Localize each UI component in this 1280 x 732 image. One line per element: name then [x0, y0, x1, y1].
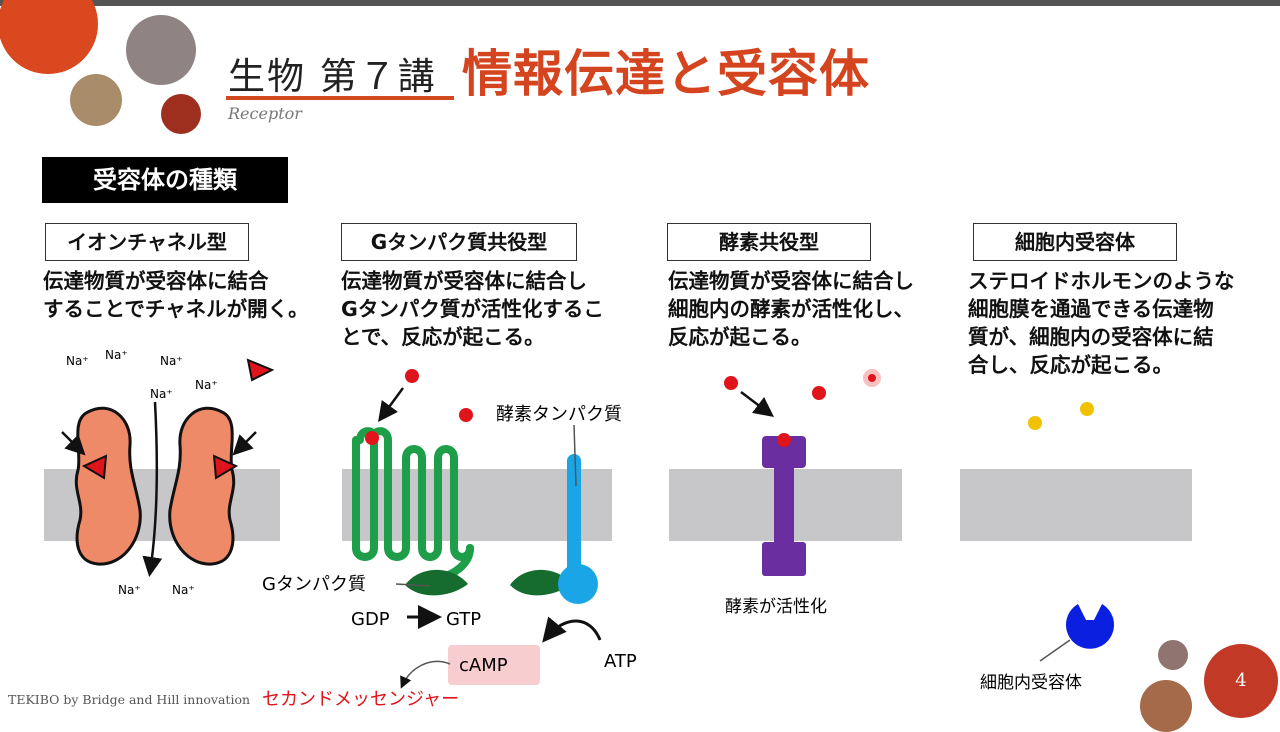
ligand-dot — [812, 386, 826, 400]
arrow-right-binding — [232, 431, 257, 456]
type-label-enzyme: 酵素共役型 — [667, 223, 871, 261]
page-number: 4 — [1204, 644, 1278, 718]
enzyme-bound-ligand — [777, 433, 791, 447]
description-intracellular: ステロイドホルモンのような 細胞膜を通過できる伝達物 質が、細胞内の受容体に結 … — [968, 267, 1235, 379]
description-line: 伝達物質が受容体に結合し — [341, 269, 587, 293]
description-g-protein: 伝達物質が受容体に結合し Gタンパク質が活性化するこ とで、反応が起こる。 — [341, 267, 604, 351]
type-label-ion-channel: イオンチャネル型 — [45, 223, 249, 261]
ligand-dot — [405, 369, 419, 383]
gpcr-loop — [352, 436, 378, 561]
ligand-dot — [868, 374, 876, 382]
intracellular-receptor — [1028, 402, 1114, 662]
na-ion-label: Na⁺ — [195, 378, 218, 392]
description-enzyme: 伝達物質が受容体に結合し 細胞内の酵素が活性化し、 反応が起こる。 — [668, 267, 914, 351]
atp-camp-arrow — [542, 616, 602, 643]
enzyme-protein-head — [558, 564, 598, 604]
ligand-dot — [724, 376, 738, 390]
enzyme-protein-stalk — [567, 454, 581, 574]
description-line: 反応が起こる。 — [668, 325, 812, 349]
channel-binding-site-left — [81, 454, 108, 480]
enzyme-activation-label: 酵素が活性化 — [725, 597, 827, 617]
intracellular-pointer — [1039, 639, 1071, 662]
page-subtitle: Receptor — [228, 104, 302, 123]
description-line: 合し、反応が起こる。 — [968, 353, 1173, 377]
arrow-ligand-binding — [378, 387, 405, 423]
description-line: することでチャネルが開く。 — [43, 297, 309, 321]
type-label-intracellular: 細胞内受容体 — [973, 223, 1177, 261]
na-ion-label: Na⁺ — [66, 354, 89, 368]
enzyme-protein-pointer — [573, 424, 577, 487]
decor-circle-gray — [126, 15, 196, 85]
top-bar — [0, 0, 1280, 6]
footer-credit: TEKIBO by Bridge and Hill innovation — [8, 692, 251, 707]
camp-highlight — [448, 645, 540, 685]
description-line: 質が、細胞内の受容体に結 — [968, 325, 1214, 349]
enzyme-receptor-bottom — [762, 542, 806, 576]
section-title: 受容体の種類 — [42, 157, 288, 203]
enzyme-protein-label: 酵素タンパク質 — [496, 404, 622, 425]
arrow-enzyme-binding — [740, 391, 774, 418]
na-ion-label: Na⁺ — [172, 583, 195, 597]
g-protein-shape — [405, 569, 468, 596]
na-ion-label: Na⁺ — [105, 348, 128, 362]
lecture-label: 生物 第７講 — [228, 55, 437, 98]
na-ion-label: Na⁺ — [150, 387, 173, 401]
na-ion-label: Na⁺ — [160, 354, 183, 368]
steroid-dot — [1080, 402, 1094, 416]
second-messenger-label: セカンドメッセンジャー — [262, 689, 459, 710]
type-label-g-protein: Gタンパク質共役型 — [341, 223, 577, 261]
arrow-na-flow — [142, 401, 163, 577]
intracellular-receptor-label: 細胞内受容体 — [980, 673, 1082, 693]
g-protein-label: Gタンパク質 — [262, 574, 366, 595]
ligand-dot — [459, 408, 473, 422]
enzyme-coupled-receptor — [724, 369, 881, 576]
decor-circle-gray-br — [1158, 640, 1188, 670]
description-line: 伝達物質が受容体に結合 — [43, 269, 269, 293]
ligand-triangle — [246, 358, 275, 382]
decor-circle-tan — [70, 74, 122, 126]
enzyme-receptor-top — [762, 436, 806, 468]
steroid-dot — [1028, 416, 1042, 430]
second-messenger-pointer — [400, 660, 451, 689]
channel-binding-site-right — [212, 454, 239, 480]
description-ion-channel: 伝達物質が受容体に結合 することでチャネルが開く。 — [43, 267, 309, 323]
description-line: Gタンパク質が活性化するこ — [341, 297, 604, 321]
description-line: 細胞膜を通過できる伝達物 — [968, 297, 1214, 321]
description-line: ステロイドホルモンのような — [968, 269, 1235, 293]
gdp-label: GDP — [351, 609, 390, 630]
channel-right-subunit — [168, 406, 236, 566]
g-protein-coupled-receptor — [352, 369, 602, 689]
g-protein-pointer — [395, 583, 431, 587]
g-protein-shape-2 — [510, 569, 572, 596]
membrane-intracellular — [960, 469, 1192, 541]
camp-label: cAMP — [459, 655, 508, 676]
gtp-label: GTP — [446, 609, 481, 630]
description-line: とで、反応が起こる。 — [341, 325, 545, 349]
ion-channel — [61, 358, 275, 577]
intracellular-receptor-shape — [1066, 604, 1114, 649]
atp-label: ATP — [604, 651, 637, 672]
enzyme-receptor-stalk — [774, 464, 794, 548]
description-line: 伝達物質が受容体に結合し — [668, 269, 914, 293]
na-ion-label: Na⁺ — [118, 583, 141, 597]
lecture-underline — [226, 96, 454, 100]
decor-circle-red — [161, 94, 201, 134]
gpcr-7tm — [356, 427, 474, 561]
channel-left-subunit — [74, 406, 142, 566]
arrow-left-binding — [61, 431, 86, 456]
description-line: 細胞内の酵素が活性化し、 — [668, 297, 914, 321]
gpcr-bound-ligand — [365, 431, 379, 445]
page-title: 情報伝達と受容体 — [462, 45, 870, 103]
